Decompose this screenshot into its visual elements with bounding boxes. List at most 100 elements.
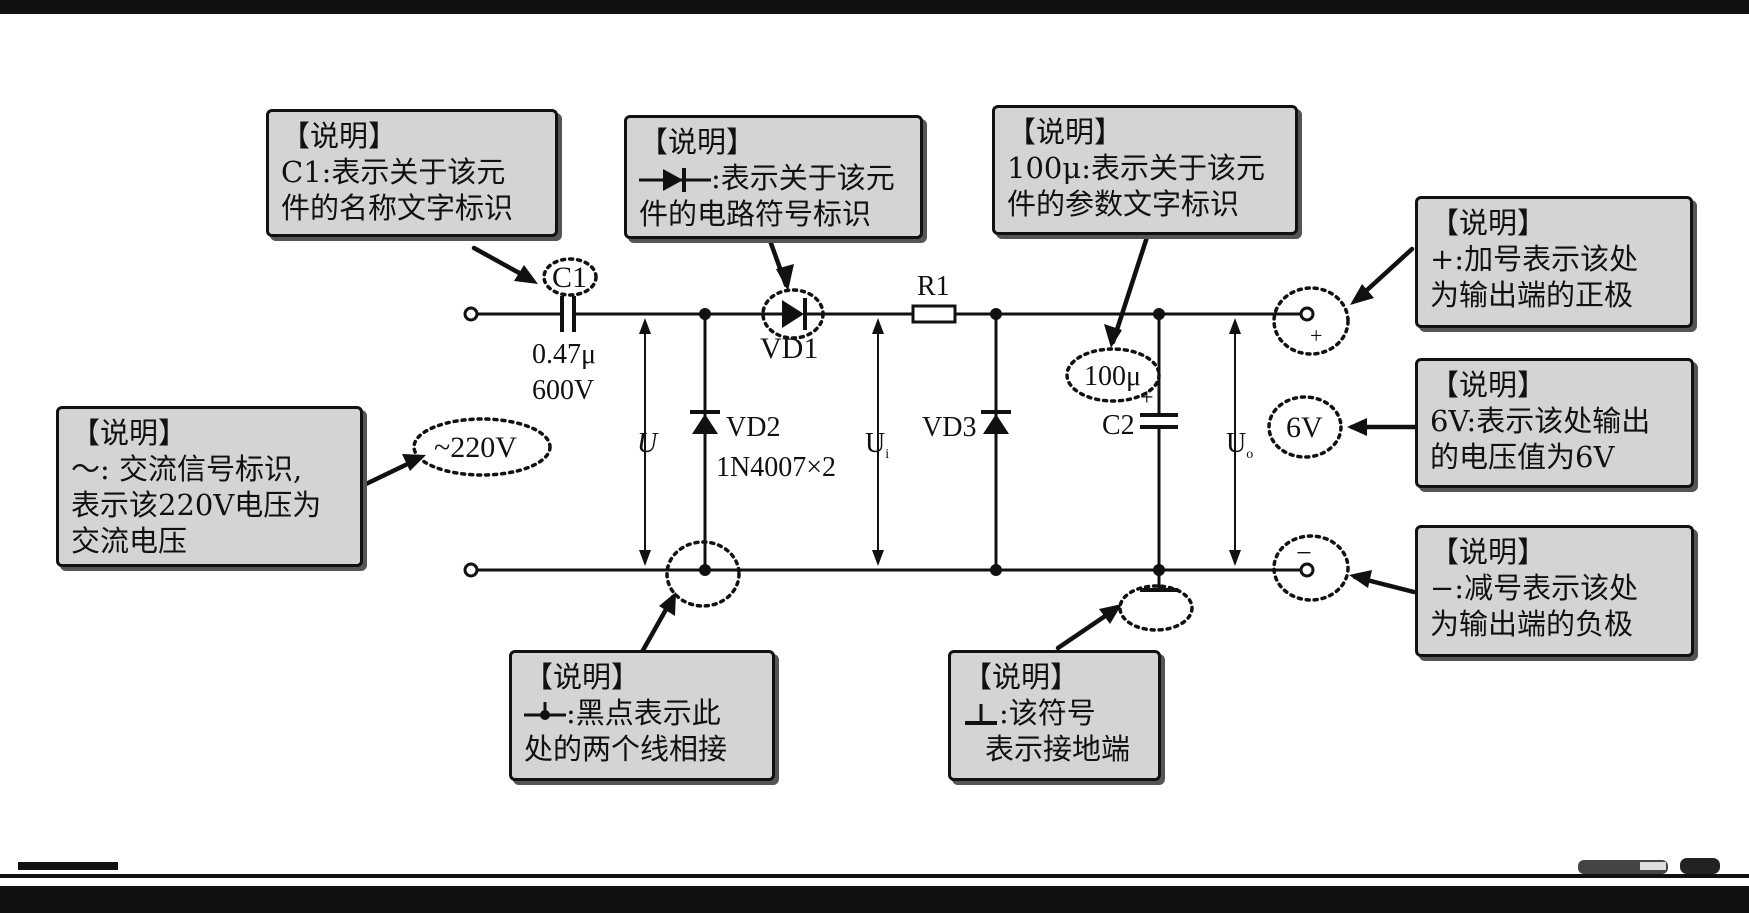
callout-text: :该符号 (999, 696, 1096, 730)
vd2-diode (690, 410, 720, 434)
ac-highlight-ellipse (412, 417, 552, 477)
u-arrow-head-up (639, 318, 651, 334)
callout-line: 的电压值为6V (1430, 440, 1615, 474)
vd1-diode (782, 298, 807, 330)
bottom-left-mark (18, 862, 118, 870)
callout-header: 【说明】 (1007, 115, 1124, 149)
ui-arrow-head-down (872, 550, 884, 566)
ground-symbol-icon (965, 704, 997, 725)
six-v-highlight-ellipse (1267, 395, 1343, 459)
callout-parameter: 【说明】 100μ:表示关于该元 件的参数文字标识 (992, 105, 1298, 235)
junction-highlight-ellipse (665, 540, 741, 608)
callout-plus: 【说明】 +:加号表示该处 为输出端的正极 (1415, 196, 1693, 328)
uo-arrow-head-down (1229, 550, 1241, 566)
callout-line: 表示该220V电压为 (71, 488, 322, 522)
junction-dot (990, 308, 1002, 320)
junction-dot (990, 564, 1002, 576)
callout-header: 【说明】 (1430, 535, 1547, 569)
c2-value-label: 100μ (1084, 361, 1141, 392)
c2-plus-mark: + (1140, 385, 1154, 411)
callout-line: 为输出端的正极 (1430, 278, 1634, 312)
ui-arrow-head-up (872, 318, 884, 334)
callout-text: :表示关于该元 (711, 161, 895, 195)
u-arrow-head-down (639, 550, 651, 566)
callout-line: :该符号 (963, 695, 1146, 731)
param-highlight-ellipse (1065, 347, 1161, 403)
callout-junction: 【说明】 :黑点表示此 处的两个线相接 (509, 650, 775, 781)
c1-highlight-ellipse (542, 257, 598, 297)
param-pointer-arrow (1110, 231, 1151, 345)
pen-eraser-icon (1578, 858, 1720, 874)
ui-label: Ui (865, 428, 889, 462)
junction-dot (1153, 564, 1165, 576)
vd2-label: VD2 (726, 412, 780, 443)
callout-line: 处的两个线相接 (524, 732, 728, 766)
u-label: U (637, 428, 659, 459)
diode-highlight-ellipse (761, 288, 825, 340)
junction-dot (699, 308, 711, 320)
output-plus-label: + (1310, 323, 1322, 348)
callout-line: :黑点表示此 (524, 695, 760, 731)
junction-pointer-head (659, 592, 676, 616)
callout-header: 【说明】 (963, 660, 1080, 694)
callout-header: 【说明】 (639, 125, 756, 159)
vd3-diode (981, 410, 1011, 434)
callout-header: 【说明】 (1430, 368, 1547, 402)
vd3-label: VD3 (922, 412, 976, 443)
plus-highlight-ellipse (1272, 286, 1350, 356)
callout-line: −:减号表示该处 (1430, 571, 1639, 605)
callout-header: 【说明】 (1430, 206, 1547, 240)
plus-pointer-head (1350, 284, 1374, 305)
callout-line: 表示接地端 (985, 732, 1131, 766)
callout-line: 100μ:表示关于该元 (1007, 151, 1265, 185)
bottom-border-line (0, 874, 1749, 878)
ground-pointer-head (1099, 604, 1122, 624)
ac-source-label: ~220V (434, 431, 517, 464)
output-minus-label: − (1296, 538, 1312, 569)
callout-line: 6V:表示该处输出 (1430, 404, 1651, 438)
uo-label: Uo (1226, 428, 1253, 462)
c1-label: C1 (552, 261, 587, 294)
six-v-pointer-head (1347, 418, 1367, 436)
output-terminal-minus (1299, 562, 1315, 578)
ground-highlight-ellipse (1118, 584, 1194, 632)
output-terminal-plus (1299, 306, 1315, 322)
junction-dot (1153, 308, 1165, 320)
callout-header: 【说明】 (71, 416, 188, 450)
minus-highlight-ellipse (1272, 534, 1350, 602)
c1-pointer-head (514, 265, 538, 284)
callout-minus: 【说明】 −:减号表示该处 为输出端的负极 (1415, 525, 1694, 657)
minus-pointer-head (1349, 570, 1372, 588)
c2-label: C2 (1102, 410, 1135, 441)
ac-pointer-head (402, 454, 426, 471)
callout-line: C1:表示关于该元 (281, 155, 506, 189)
diode-pointer-head (776, 264, 794, 291)
diode-symbol-icon (639, 168, 711, 192)
callout-ac-signal: 【说明】 ～: 交流信号标识, 表示该220V电压为 交流电压 (56, 406, 363, 567)
c1-voltage-label: 600V (532, 375, 594, 406)
output-voltage-label: 6V (1286, 411, 1323, 444)
callout-output-voltage: 【说明】 6V:表示该处输出 的电压值为6V (1415, 358, 1694, 488)
callout-text: :黑点表示此 (566, 696, 721, 730)
callout-diode-symbol: 【说明】 :表示关于该元 件的电路符号标识 (624, 115, 923, 239)
c1-value-label: 0.47μ (532, 339, 596, 370)
r1-label: R1 (917, 271, 950, 302)
callout-line: 件的名称文字标识 (281, 191, 514, 225)
callout-ground: 【说明】 :该符号 表示接地端 (948, 650, 1161, 781)
bottom-border-bar (0, 886, 1749, 913)
junction-dot-icon (524, 702, 566, 720)
r1-resistor (911, 304, 957, 324)
callout-line: 交流电压 (71, 524, 188, 558)
param-pointer-head (1104, 324, 1122, 348)
input-terminal-top (463, 306, 479, 322)
callout-header: 【说明】 (281, 119, 398, 153)
top-border-bar (0, 0, 1749, 14)
junction-dot (699, 564, 711, 576)
callout-header: 【说明】 (524, 660, 641, 694)
vd1-label: VD1 (760, 332, 818, 365)
callout-line: ～: 交流信号标识, (71, 452, 303, 486)
bottom-right-block (1550, 896, 1690, 913)
uo-arrow-head-up (1229, 318, 1241, 334)
callout-line: 为输出端的负极 (1430, 607, 1634, 641)
